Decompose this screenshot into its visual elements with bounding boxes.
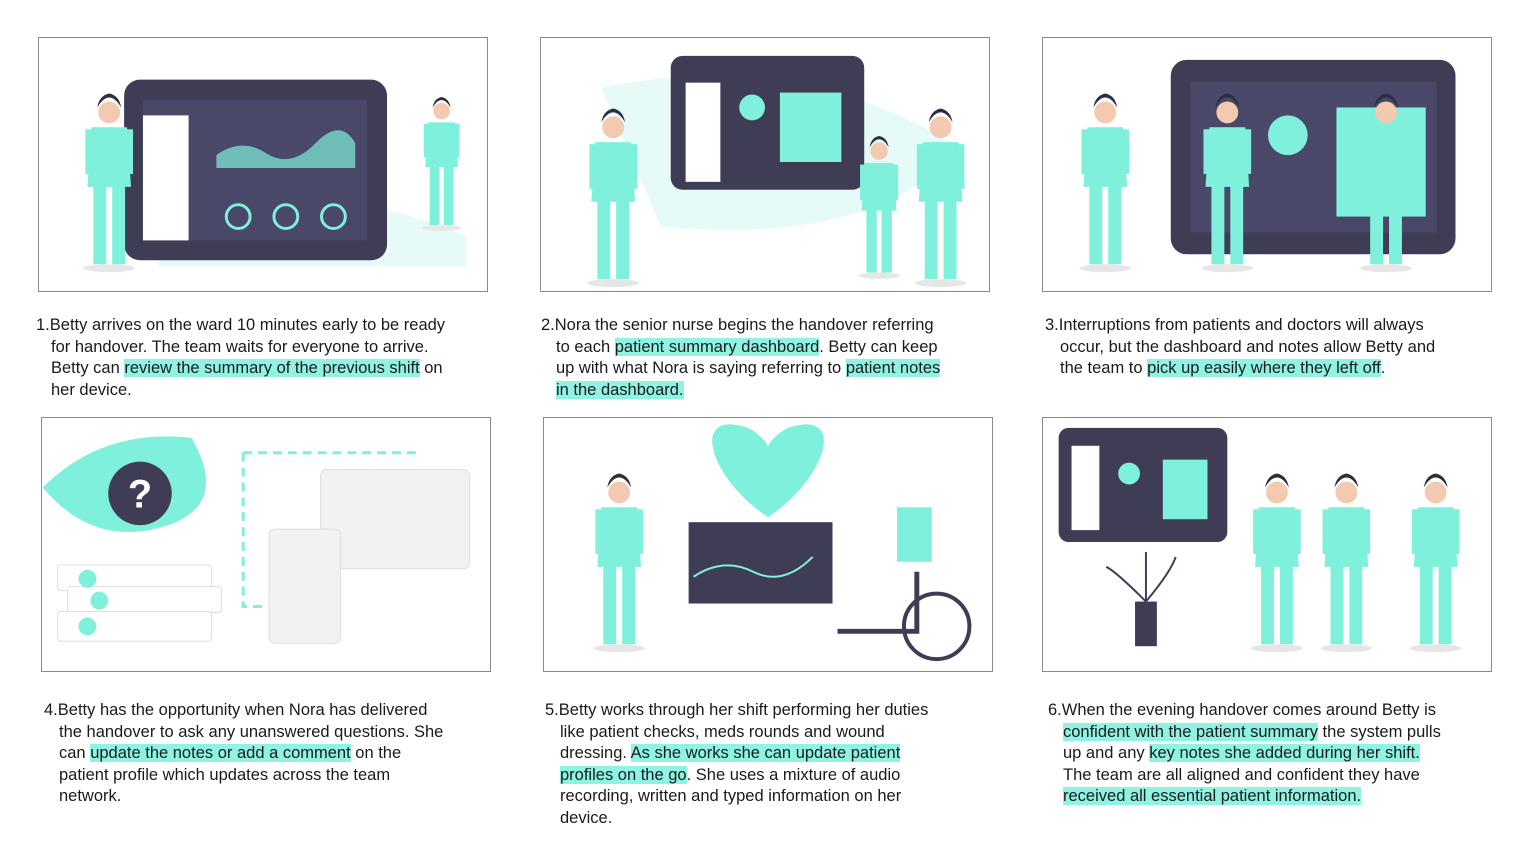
caption-line: 4.Betty has the opportunity when Nora ha… xyxy=(44,700,504,722)
caption-line: device. xyxy=(545,808,1005,830)
caption-text: for handover. The team waits for everyon… xyxy=(51,337,429,356)
caption-1: 1.Betty arrives on the ward 10 minutes e… xyxy=(36,315,496,401)
caption-line: the handover to ask any unanswered quest… xyxy=(44,722,504,744)
caption-line: the team to pick up easily where they le… xyxy=(1045,358,1505,380)
storyboard-panel-4: ? xyxy=(41,417,491,672)
highlighted-text: pick up easily where they left off xyxy=(1147,359,1381,378)
caption-text: . She uses a mixture of audio xyxy=(686,765,901,784)
caption-text: dressing. xyxy=(560,744,631,763)
caption-5: 5.Betty works through her shift performi… xyxy=(545,700,1005,830)
caption-text: the handover to ask any unanswered quest… xyxy=(59,722,444,741)
highlighted-text: update the notes or add a comment xyxy=(90,744,351,763)
caption-text: like patient checks, meds rounds and wou… xyxy=(560,722,885,741)
caption-text: 5.Betty works through her shift performi… xyxy=(545,701,929,719)
caption-line: network. xyxy=(44,786,504,808)
caption-line: in the dashboard. xyxy=(541,380,1001,402)
storyboard-panel-2 xyxy=(540,37,990,292)
illustration-interruptions xyxy=(1079,59,1456,273)
illustration-patient-monitoring xyxy=(593,424,972,662)
highlighted-text: review the summary of the previous shift xyxy=(124,359,420,378)
caption-text: network. xyxy=(59,787,122,806)
caption-line: 2.Nora the senior nurse begins the hando… xyxy=(541,315,1001,337)
caption-3: 3.Interruptions from patients and doctor… xyxy=(1045,315,1505,380)
caption-line: confident with the patient summary the s… xyxy=(1048,722,1508,744)
caption-text: Betty can xyxy=(51,359,125,378)
caption-line: patient profile which updates across the… xyxy=(44,765,504,787)
highlighted-text: confident with the patient summary xyxy=(1063,722,1318,741)
storyboard-panel-6 xyxy=(1042,417,1492,672)
caption-text: up and any xyxy=(1063,744,1150,763)
highlighted-text: in the dashboard. xyxy=(556,380,684,399)
caption-4: 4.Betty has the opportunity when Nora ha… xyxy=(44,700,504,808)
caption-text: on xyxy=(419,359,443,378)
illustration-betty-reviewing-tablet xyxy=(83,79,467,273)
caption-line: up and any key notes she added during he… xyxy=(1048,743,1508,765)
illustration-questions-and-devices: ? xyxy=(42,436,470,644)
storyboard-panel-5 xyxy=(543,417,993,672)
caption-text: . xyxy=(1380,359,1386,378)
caption-text: The team are all aligned and confident t… xyxy=(1063,765,1420,784)
caption-line: occur, but the dashboard and notes allow… xyxy=(1045,337,1505,359)
caption-text: can xyxy=(59,744,91,763)
highlighted-text: patient summary dashboard xyxy=(614,337,820,356)
caption-text: . Betty can keep xyxy=(819,337,938,356)
caption-line: profiles on the go. She uses a mixture o… xyxy=(545,765,1005,787)
illustration-evening-handover xyxy=(1058,427,1462,653)
caption-text: the system pulls xyxy=(1317,722,1441,741)
caption-line: to each patient summary dashboard. Betty… xyxy=(541,337,1001,359)
caption-2: 2.Nora the senior nurse begins the hando… xyxy=(541,315,1001,401)
illustration-nora-handover-dashboard xyxy=(587,55,967,288)
caption-text: 3.Interruptions from patients and doctor… xyxy=(1045,316,1424,334)
caption-line: her device. xyxy=(36,380,496,402)
caption-text: 4.Betty has the opportunity when Nora ha… xyxy=(44,701,428,719)
highlighted-text: patient notes xyxy=(845,359,941,378)
highlighted-text: profiles on the go xyxy=(560,765,687,784)
caption-line: Betty can review the summary of the prev… xyxy=(36,358,496,380)
caption-line: 3.Interruptions from patients and doctor… xyxy=(1045,315,1505,337)
storyboard-panel-1 xyxy=(38,37,488,292)
caption-text: device. xyxy=(560,808,613,827)
caption-line: up with what Nora is saying referring to… xyxy=(541,358,1001,380)
caption-text: 6.When the evening handover comes around… xyxy=(1048,701,1436,719)
highlighted-text: received all essential patient informati… xyxy=(1063,787,1362,806)
caption-line: like patient checks, meds rounds and wou… xyxy=(545,722,1005,744)
caption-line: 6.When the evening handover comes around… xyxy=(1048,700,1508,722)
caption-text: occur, but the dashboard and notes allow… xyxy=(1060,337,1436,356)
caption-line: received all essential patient informati… xyxy=(1048,786,1508,808)
caption-text: up with what Nora is saying referring to xyxy=(556,359,846,378)
caption-text: 2.Nora the senior nurse begins the hando… xyxy=(541,316,934,334)
storyboard-panel-3 xyxy=(1042,37,1492,292)
caption-6: 6.When the evening handover comes around… xyxy=(1048,700,1508,808)
caption-line: The team are all aligned and confident t… xyxy=(1048,765,1508,787)
caption-text: patient profile which updates across the… xyxy=(59,765,391,784)
caption-text: on the xyxy=(350,744,402,763)
caption-line: for handover. The team waits for everyon… xyxy=(36,337,496,359)
caption-text: 1.Betty arrives on the ward 10 minutes e… xyxy=(36,316,446,334)
caption-text: to each xyxy=(556,337,615,356)
caption-text: her device. xyxy=(51,380,132,399)
caption-text: recording, written and typed information… xyxy=(560,787,902,806)
caption-line: 1.Betty arrives on the ward 10 minutes e… xyxy=(36,315,496,337)
caption-line: recording, written and typed information… xyxy=(545,786,1005,808)
caption-line: 5.Betty works through her shift performi… xyxy=(545,700,1005,722)
caption-line: can update the notes or add a comment on… xyxy=(44,743,504,765)
highlighted-text: key notes she added during her shift. xyxy=(1149,744,1420,763)
highlighted-text: As she works she can update patient xyxy=(630,744,901,763)
caption-line: dressing. As she works she can update pa… xyxy=(545,743,1005,765)
question-mark-icon: ? xyxy=(128,472,152,516)
caption-text: the team to xyxy=(1060,359,1148,378)
